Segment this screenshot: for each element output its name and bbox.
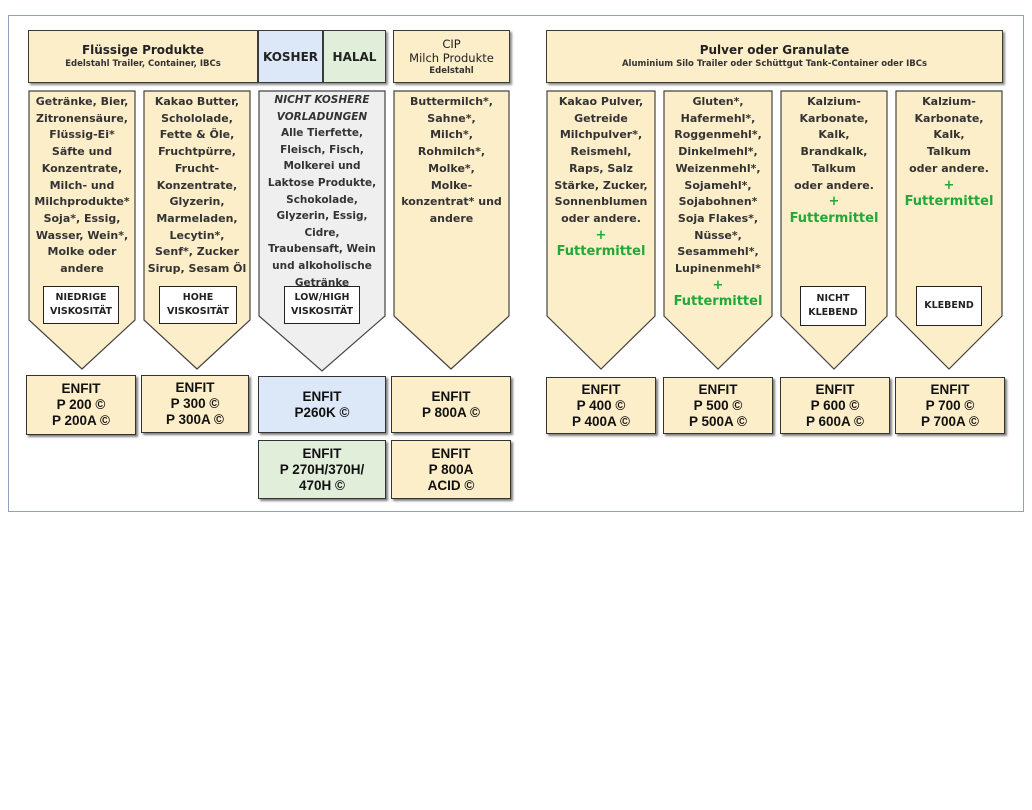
header-liquid-title: Flüssige Produkte	[81, 43, 205, 57]
header-powder-subtitle: Aluminium Silo Trailer oder Schüttgut Ta…	[621, 59, 928, 69]
header-powder: Pulver oder Granulate Aluminium Silo Tra…	[546, 30, 1003, 83]
kosher-badge: KOSHER	[258, 30, 323, 83]
arrow-liquid-low-viscosity: Getränke, Bier,Zitronensäure,Flüssig-Ei*…	[28, 90, 136, 370]
header-cip-line1: CIP	[442, 36, 461, 51]
arrow-liquid-high-viscosity: Kakao Butter,Schololade,Fette & Öle,Fruc…	[143, 90, 251, 370]
header-liquid-subtitle: Edelstahl Trailer, Container, IBCs	[65, 59, 221, 69]
header-powder-title: Pulver oder Granulate	[699, 43, 850, 57]
arrow-powder-flour: Gluten*,Hafermehl*,Roggenmehl*,Dinkelmeh…	[663, 90, 773, 370]
header-cip: CIP Milch Produkte Edelstahl	[393, 30, 510, 83]
arrow-cip-text: Buttermilch*,Sahne*,Milch*,Rohmilch*,Mol…	[401, 95, 502, 225]
header-cip-line2: Milch Produkte	[409, 50, 494, 65]
arrow-powder-flour-text: Gluten*,Hafermehl*,Roggenmehl*,Dinkelmeh…	[673, 95, 763, 310]
arrow-cip-milk: Buttermilch*,Sahne*,Milch*,Rohmilch*,Mol…	[393, 90, 510, 370]
header-cip-subtitle: Edelstahl	[429, 65, 474, 76]
sticky-label-sticky: KLEBEND	[916, 286, 982, 326]
header-liquid-products: Flüssige Produkte Edelstahl Trailer, Con…	[28, 30, 258, 83]
arrow-liquid-high-text: Kakao Butter,Schololade,Fette & Öle,Fruc…	[147, 95, 247, 276]
arrow-liquid-low-text: Getränke, Bier,Zitronensäure,Flüssig-Ei*…	[34, 95, 130, 276]
halal-badge: HALAL	[323, 30, 386, 83]
